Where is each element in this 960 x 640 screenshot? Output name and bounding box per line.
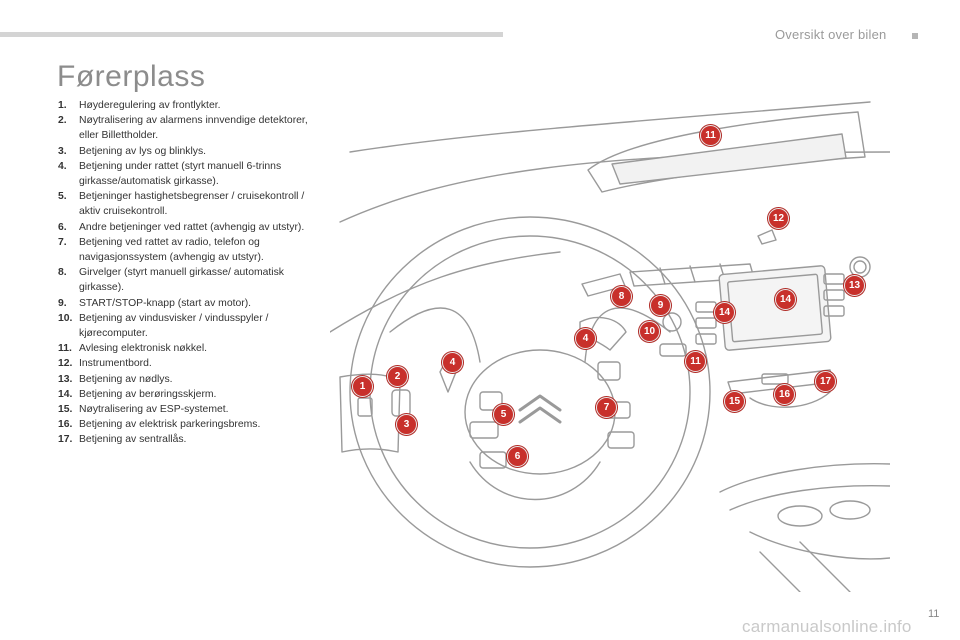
legend-list: 1. Høyderegulering av frontlykter. 2. Nøyt…: [58, 98, 320, 448]
legend-item: 3. Betjening av lys og blinklys.: [58, 144, 320, 159]
callout-badge-15: 15: [724, 391, 745, 412]
callout-badge-4: 4: [442, 352, 463, 373]
legend-number: 1.: [58, 100, 67, 111]
legend-number: 3.: [58, 145, 67, 157]
legend-text: Betjening av nødlys.: [79, 373, 173, 385]
legend-text: Avlesing elektronisk nøkkel.: [79, 343, 208, 355]
legend-item: 7. Betjening ved rattet av radio, telefon…: [58, 235, 320, 265]
legend-text: Girvelger (styrt manuell girkasse/ autom…: [79, 267, 284, 294]
callout-badge-11: 11: [685, 351, 706, 372]
legend-text: START/STOP-knapp (start av motor).: [79, 297, 252, 309]
legend-item: 10. Betjening av vindusvisker / vindusspy…: [58, 311, 320, 341]
legend-item: 17. Betjening av sentrallås.: [58, 432, 320, 447]
callout-badge-2: 2: [387, 366, 408, 387]
legend-text: Instrumentbord.: [79, 358, 152, 370]
legend-text: Betjeninger hastighetsbegrenser / cruise…: [79, 191, 305, 218]
legend-item: 15. Nøytralisering av ESP-systemet.: [58, 402, 320, 417]
dashboard-illustration: 11 12 13 14 14 8 9 10 11 4 4 1 2 3 5 6 7…: [329, 92, 891, 593]
callout-badge-4: 4: [575, 328, 596, 349]
legend-number: 8.: [58, 267, 67, 279]
legend-item: 12. Instrumentbord.: [58, 356, 320, 371]
legend-text: Høyderegulering av frontlykter.: [79, 100, 221, 111]
callout-badge-9: 9: [650, 295, 671, 316]
callout-badge-17: 17: [815, 371, 836, 392]
callout-badge-5: 5: [493, 404, 514, 425]
legend-text: Betjening ved rattet av radio, telefon o…: [79, 236, 264, 264]
legend-number: 11.: [58, 343, 72, 355]
legend-item: 5. Betjeninger hastighetsbegrenser / crui…: [58, 189, 320, 219]
legend-text: Nøytralisering av ESP-systemet.: [79, 404, 229, 416]
callout-badge-12: 11: [700, 125, 721, 146]
watermark-text: carmanualsonline.info: [742, 617, 912, 636]
legend-number: 4.: [58, 160, 67, 172]
callout-badge-13: 12: [768, 208, 789, 229]
legend-number: 15.: [58, 404, 73, 416]
legend-item: 16. Betjening av elektrisk parkeringsbrem…: [58, 417, 320, 432]
callout-badge-14: 13: [844, 275, 865, 296]
callout-badge-1: 1: [352, 376, 373, 397]
callout-badge-10: 10: [639, 321, 660, 342]
section-marker: [912, 33, 918, 39]
callout-badge-14: 14: [714, 302, 735, 323]
legend-number: 5.: [58, 191, 67, 203]
legend-item: 11. Avlesing elektronisk nøkkel.: [58, 341, 320, 356]
legend-number: 9.: [58, 297, 67, 309]
legend-text: Betjening av lys og blinklys.: [79, 145, 207, 157]
section-title: Oversikt over bilen: [775, 27, 887, 42]
callout-badge-3: 3: [396, 414, 417, 435]
legend-text: Andre betjeninger ved rattet (avhengig a…: [79, 221, 305, 233]
legend-number: 14.: [58, 388, 73, 400]
legend-number: 12.: [58, 358, 73, 370]
legend-number: 2.: [58, 115, 67, 127]
legend-text: Betjening av berøringsskjerm.: [79, 388, 217, 400]
legend-item: 13. Betjening av nødlys.: [58, 372, 320, 387]
header-rule: [0, 32, 503, 37]
callout-badge-16: 16: [774, 384, 795, 405]
legend-text: Betjening av elektrisk parkeringsbrems.: [79, 419, 261, 431]
legend-item: 14. Betjening av berøringsskjerm.: [58, 387, 320, 402]
legend-number: 16.: [58, 419, 73, 431]
legend-number: 6.: [58, 221, 67, 233]
legend-number: 10.: [58, 312, 73, 324]
dashboard-line-art: [329, 101, 891, 593]
legend-text: Betjening under rattet (styrt manuell 6-…: [79, 160, 282, 188]
legend-text: Nøytralisering av alarmens innvendige de…: [79, 115, 308, 142]
legend-number: 17.: [58, 434, 73, 446]
callout-badge-8: 8: [611, 286, 632, 307]
callout-badge-14: 14: [775, 289, 796, 310]
legend-item: 2. Nøytralisering av alarmens innvendige …: [58, 113, 320, 143]
callout-badge-6: 6: [507, 446, 528, 467]
legend-item: 6. Andre betjeninger ved rattet (avhengig…: [58, 220, 320, 235]
legend-item: 1. Høyderegulering av frontlykter.: [58, 98, 320, 113]
legend-text: Betjening av sentrallås.: [79, 434, 187, 446]
legend-item: 8. Girvelger (styrt manuell girkasse/ aut…: [58, 265, 320, 295]
legend-item: 4. Betjening under rattet (styrt manuell …: [58, 159, 320, 189]
legend-number: 7.: [58, 236, 67, 248]
page-number: 11: [928, 608, 940, 620]
legend-item: 9. START/STOP-knapp (start av motor).: [58, 296, 320, 311]
callout-badge-7: 7: [596, 397, 617, 418]
page-title: Førerplass: [57, 60, 206, 93]
legend-text: Betjening av vindusvisker / vindusspyler…: [79, 312, 269, 340]
legend-number: 13.: [58, 373, 73, 385]
